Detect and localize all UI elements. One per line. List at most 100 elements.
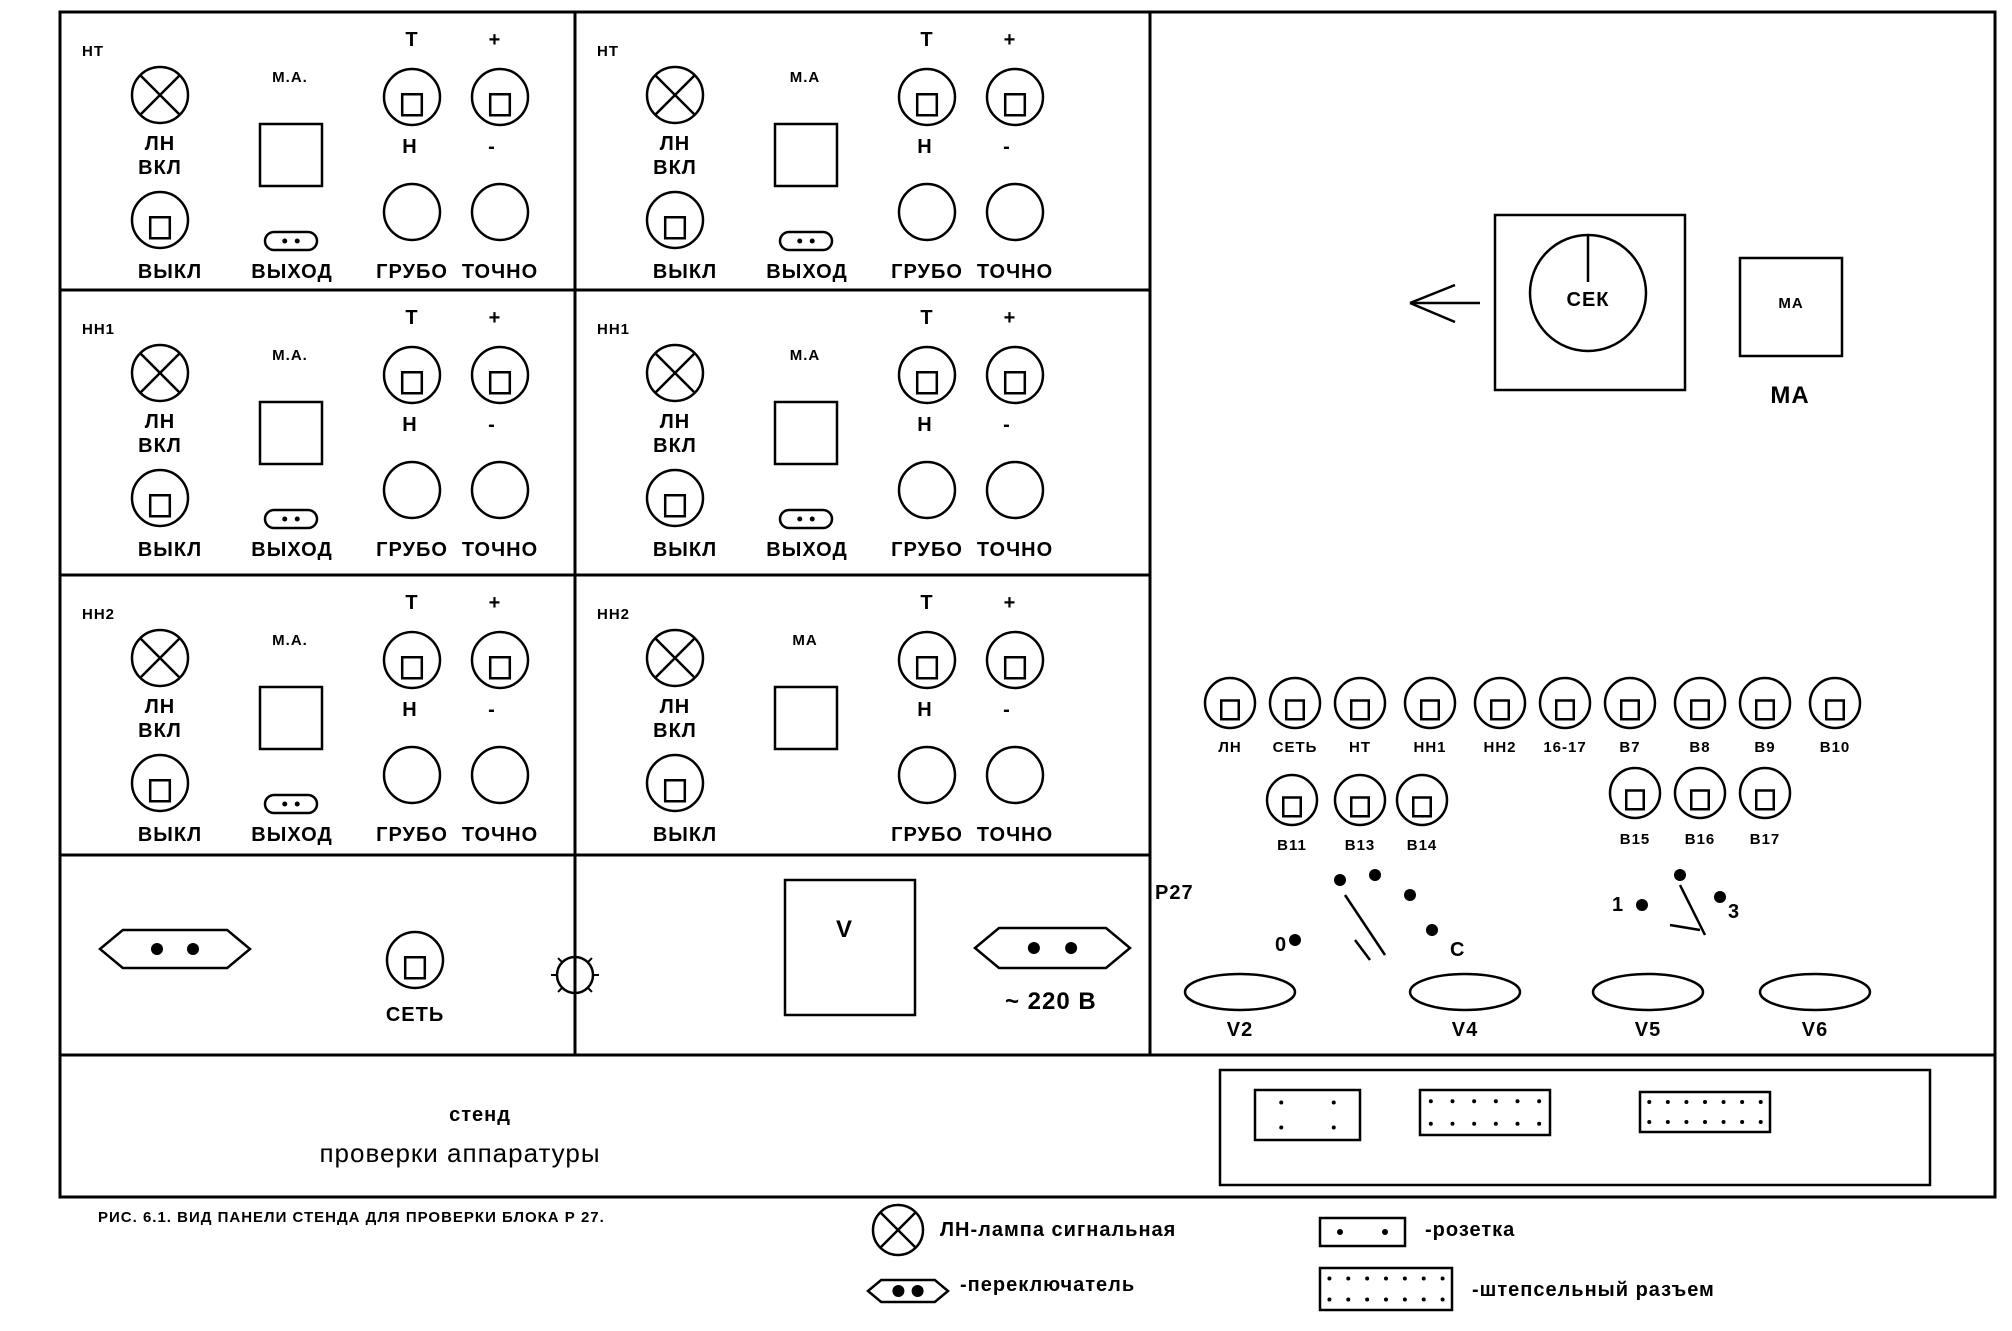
off-label: ВЫКЛ [652, 539, 718, 561]
plus-label: + [1003, 592, 1017, 614]
off-label: ВЫКЛ [137, 824, 203, 846]
fine-knob [472, 747, 528, 803]
plug-connector-icon [1327, 1276, 1332, 1281]
plug-connector-icon [1721, 1120, 1726, 1124]
pointer-arrow-icon [1410, 303, 1455, 322]
plug-connector-icon [1703, 1120, 1707, 1124]
output-label: ВЫХОД [251, 261, 333, 283]
plug-connector-icon [1472, 1099, 1477, 1104]
toggle-switch-icon [1351, 798, 1369, 817]
signal-lamp-icon [140, 638, 179, 677]
plug-connector-icon [1402, 1297, 1407, 1302]
toggle-switch-icon [899, 632, 955, 688]
plug-connector-icon [1450, 1121, 1455, 1126]
plug-connector-icon [1647, 1120, 1652, 1124]
coarse-knob [384, 462, 440, 518]
toggle-switch-icon [917, 657, 937, 678]
coarse-knob [899, 747, 955, 803]
voltmeter-label: V [836, 916, 854, 943]
plug-connector-icon [1665, 1120, 1670, 1124]
toggle-switch-icon [1491, 701, 1509, 720]
toggle-switch-icon [1351, 701, 1369, 720]
selector-position-dot [1714, 891, 1726, 903]
plug-connector-icon [1537, 1099, 1542, 1104]
fine-label: ТОЧНО [461, 824, 539, 846]
h-label: Н [402, 414, 418, 436]
socket-legend-icon [1320, 1218, 1405, 1246]
milliammeter-box [775, 124, 837, 186]
fuse-icon [588, 988, 592, 992]
off-label: ВЫКЛ [137, 261, 203, 283]
meter-label: МА [792, 632, 818, 649]
signal-lamp-icon [132, 630, 188, 686]
plug-connector-icon [1346, 1276, 1351, 1281]
fine-knob [472, 184, 528, 240]
socket-legend-icon [1337, 1229, 1343, 1235]
meter-label: М.А [789, 347, 821, 364]
lamp-label: ЛН [659, 696, 691, 718]
output-connector-icon [780, 510, 832, 528]
toggle-switch-icon [917, 94, 937, 115]
fine-knob [987, 462, 1043, 518]
supply-label: ~ 220 В [1005, 988, 1097, 1015]
output-label: ВЫХОД [766, 261, 848, 283]
module-id: НН2 [82, 606, 116, 623]
ma-caption: МА [1770, 382, 1810, 409]
coarse-label: ГРУБО [891, 539, 963, 561]
toggle-switch-icon [1740, 678, 1790, 728]
plug-connector-icon [1493, 1121, 1498, 1126]
net-label: СЕТЬ [385, 1004, 445, 1026]
toggle-switch-icon [402, 372, 422, 393]
socket-icon [1760, 974, 1870, 1010]
milliammeter-box [260, 687, 322, 749]
toggle-switch-icon [665, 780, 685, 801]
module-id: НТ [597, 43, 619, 60]
toggle-switch-icon [1675, 768, 1725, 818]
toggle-switch-icon [647, 755, 703, 811]
plug-connector-icon [1703, 1100, 1707, 1104]
h-label: Н [917, 414, 933, 436]
selector-position-dot [1369, 869, 1381, 881]
module-id: НТ [82, 43, 104, 60]
switch-label: В9 [1754, 739, 1776, 756]
milliammeter-box [260, 124, 322, 186]
meter-label: М.А. [272, 632, 308, 649]
output-connector-icon [294, 516, 300, 522]
switch-label: 16-17 [1543, 739, 1587, 756]
plug-connector-icon [1472, 1121, 1477, 1126]
toggle-switch-icon [1205, 678, 1255, 728]
switch-label: В17 [1749, 831, 1781, 848]
stand-subtitle: проверки аппаратуры [319, 1138, 601, 1168]
plug-connector-icon [1346, 1297, 1351, 1302]
signal-lamp-icon [873, 1205, 923, 1255]
switch-label: НН1 [1413, 739, 1447, 756]
output-connector-icon [265, 510, 317, 528]
output-label: ВЫХОД [251, 539, 333, 561]
plug-connector-icon [1402, 1276, 1407, 1281]
signal-lamp-icon [647, 67, 703, 123]
minus-label: - [488, 699, 496, 721]
module-id: НН2 [597, 606, 631, 623]
plug-connector-icon [1327, 1297, 1332, 1302]
toggle-switch-icon [1691, 791, 1709, 810]
plug-connector-icon [1537, 1121, 1542, 1126]
toggle-switch-icon [1556, 701, 1574, 720]
switch-connector-icon [1065, 942, 1078, 954]
h-label: Н [917, 136, 933, 158]
plus-label: + [488, 307, 502, 329]
signal-lamp-icon [140, 75, 179, 114]
plug-connector-icon [1421, 1276, 1426, 1281]
socket-label: V6 [1801, 1019, 1829, 1041]
lamp-label: ЛН [659, 133, 691, 155]
socket-label: V2 [1226, 1019, 1254, 1041]
rotary-selector-icon [1355, 940, 1370, 960]
coarse-label: ГРУБО [891, 824, 963, 846]
fine-label: ТОЧНО [461, 261, 539, 283]
switch-label: В13 [1344, 837, 1376, 854]
toggle-switch-icon [1335, 775, 1385, 825]
toggle-switch-icon [472, 69, 528, 125]
toggle-switch-icon [1005, 657, 1025, 678]
output-connector-icon [282, 801, 288, 807]
toggle-switch-icon [665, 495, 685, 516]
